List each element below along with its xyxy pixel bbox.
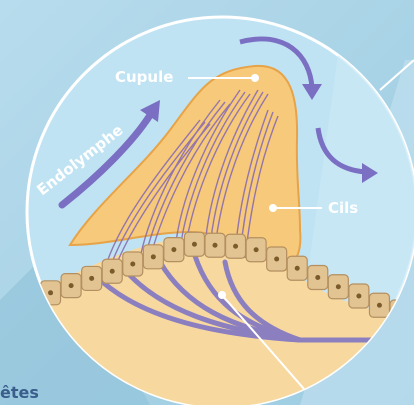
cell-nucleus xyxy=(192,242,197,247)
cell-nucleus xyxy=(233,244,238,249)
cell-nucleus xyxy=(151,254,156,259)
cell-nucleus xyxy=(356,294,361,299)
cils-label: Cils xyxy=(328,199,358,217)
cell-nucleus xyxy=(274,257,279,262)
cupule-label: Cupule xyxy=(115,68,173,86)
partial-heading-text: êtes xyxy=(0,383,39,402)
cell-nucleus xyxy=(48,290,53,295)
cell-nucleus xyxy=(377,303,382,308)
cell-nucleus xyxy=(336,284,341,289)
cell-nucleus xyxy=(213,243,218,248)
pointer-dot-bottom xyxy=(218,291,226,299)
cell-nucleus xyxy=(295,266,300,271)
cils-pointer-dot xyxy=(269,204,277,212)
cupule-pointer-dot xyxy=(251,74,259,82)
cell-nucleus xyxy=(69,283,74,288)
cell-nucleus xyxy=(254,247,259,252)
cell-nucleus xyxy=(110,269,115,274)
cell-nucleus xyxy=(315,275,320,280)
cell-nucleus xyxy=(130,262,135,267)
cell-nucleus xyxy=(89,276,94,281)
cell-nucleus xyxy=(171,247,176,252)
